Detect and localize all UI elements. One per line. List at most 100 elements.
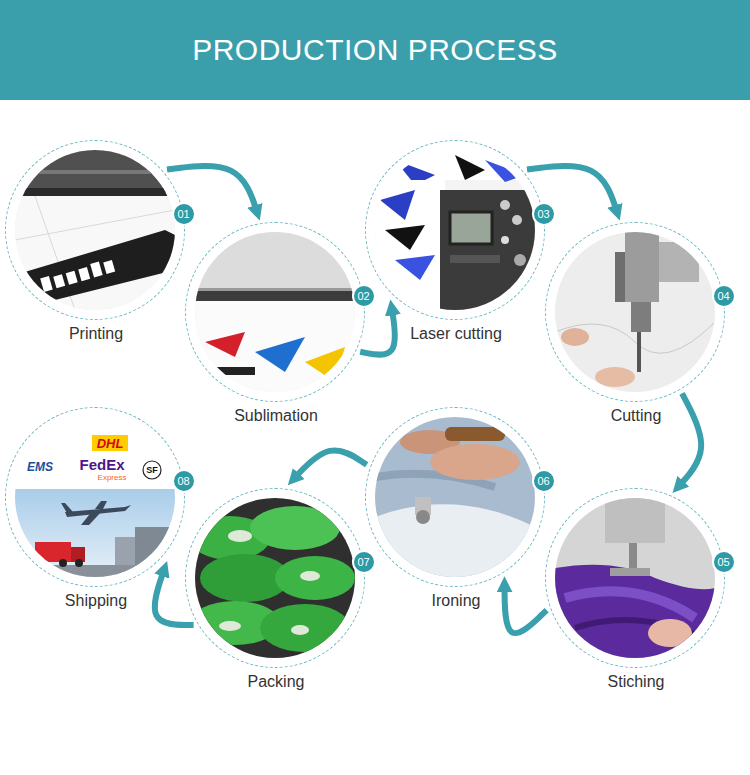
stitching-photo: [648, 619, 692, 647]
step-label: Laser cutting: [336, 325, 576, 343]
printing-photo: [15, 196, 175, 310]
stitching-photo: [565, 591, 695, 618]
printing-photo: [66, 271, 78, 285]
step-number-badge: 06: [532, 469, 556, 493]
step-label: Stiching: [516, 673, 750, 691]
sublimation-photo: [195, 288, 355, 291]
step-label: Printing: [0, 325, 216, 343]
flow-arrow: [505, 583, 547, 633]
cutting-photo: [659, 242, 699, 282]
process-circle: Packing07: [185, 488, 365, 668]
packing-photo: [291, 625, 309, 635]
shipping-photo: [39, 559, 47, 567]
shipping-photo: [143, 461, 161, 479]
sublimation-photo: [205, 332, 245, 357]
laser-cutting-photo: [485, 160, 525, 182]
laser-cutting-photo: [455, 155, 485, 180]
laser-cutting-photo: [380, 190, 415, 220]
printing-photo: [53, 274, 65, 288]
sublimation-photo: [255, 337, 305, 372]
flow-arrow: [677, 393, 701, 488]
laser-cutting-photo: [514, 254, 526, 266]
sublimation-photo: [215, 367, 255, 375]
printing-photo: [15, 188, 175, 196]
shipping-photo: [35, 542, 71, 562]
flow-arrow: [292, 450, 366, 480]
shipping-photo: [75, 559, 83, 567]
laser-cutting-photo: [375, 150, 535, 310]
packing-photo: [190, 498, 355, 658]
page-title: PRODUCTION PROCESS: [0, 0, 750, 100]
cutting-photo: [637, 332, 641, 372]
cutting-photo: [555, 232, 715, 392]
step-number-badge: 07: [352, 550, 376, 574]
callout-number: 03: [534, 204, 554, 224]
printing-photo: [15, 230, 175, 310]
laser-cutting-photo: [501, 236, 509, 244]
printing-photo: [15, 150, 175, 192]
shipping-photo: [61, 503, 73, 513]
laser-cutting-photo: [375, 180, 445, 310]
stitching-photo: [555, 565, 715, 658]
sublimation-photo: [195, 301, 355, 392]
shipping-photo: [59, 559, 67, 567]
step-number-badge: 05: [712, 550, 736, 574]
packing-photo: [250, 506, 340, 550]
shipping-photo: [92, 435, 128, 451]
ironing-photo: [445, 427, 505, 441]
ironing-photo: [375, 417, 535, 577]
stitching-photo: [610, 568, 650, 576]
callout-number: 01: [174, 204, 194, 224]
courier-logo-text: FedEx: [79, 457, 124, 472]
process-circle: Ironing06: [365, 407, 545, 587]
flow-arrow: [155, 567, 194, 625]
sublimation-photo: [195, 232, 355, 290]
shipping-photo: [15, 489, 175, 577]
cutting-photo: [625, 232, 659, 302]
laser-cutting-photo: [450, 212, 492, 244]
cutting-photo: [595, 367, 635, 387]
cutting-photo: [615, 252, 625, 302]
stitching-photo: [555, 498, 715, 658]
shipping-photo: [95, 501, 107, 509]
printing-photo: [90, 262, 103, 278]
shipping-photo: [15, 417, 175, 489]
step-label: Cutting: [516, 407, 750, 425]
title-band: PRODUCTION PROCESS: [0, 0, 750, 100]
sublimation-photo: [305, 347, 345, 382]
callout-number: 02: [354, 286, 374, 306]
process-circle: Shipping08: [5, 407, 185, 587]
printing-photo: [15, 170, 175, 174]
courier-logo-text: EMS: [27, 461, 53, 473]
sublimation-photo: [195, 232, 355, 392]
laser-cutting-photo: [500, 200, 510, 210]
courier-logo-text: DHL: [97, 437, 124, 450]
sublimation-photo: [195, 291, 355, 301]
ironing-photo: [375, 417, 535, 577]
flow-arrow: [360, 306, 395, 355]
sublimation-photo: [195, 232, 355, 392]
packing-photo: [260, 604, 350, 652]
stitching-photo: [555, 498, 715, 658]
ironing-photo: [375, 504, 535, 577]
printing-photo: [15, 150, 175, 310]
stitching-photo: [605, 498, 665, 543]
callout-number: 04: [714, 286, 734, 306]
sublimation-photo: [195, 372, 235, 392]
callout-number: 06: [534, 471, 554, 491]
laser-cutting-photo: [385, 225, 425, 250]
cutting-photo: [555, 232, 715, 392]
step-number-badge: 03: [532, 202, 556, 226]
step-label: Shipping: [0, 592, 216, 610]
step-label: Ironing: [336, 592, 576, 610]
printing-photo: [103, 260, 115, 274]
packing-photo: [228, 530, 252, 542]
printing-photo: [40, 258, 115, 292]
step-number-badge: 02: [352, 284, 376, 308]
shipping-photo: [81, 510, 103, 525]
laser-cutting-photo: [440, 190, 535, 310]
ironing-photo: [430, 444, 520, 480]
